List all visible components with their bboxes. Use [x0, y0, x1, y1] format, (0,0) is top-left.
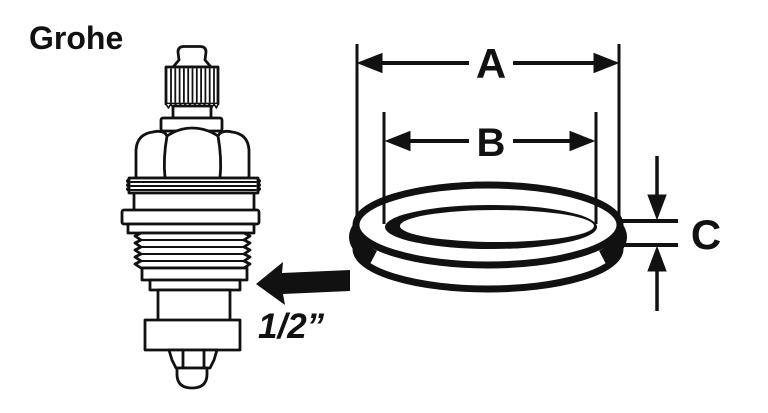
size-label: 1/2” — [258, 307, 325, 346]
brand-text: Grohe — [29, 20, 123, 56]
lower-step — [148, 278, 242, 292]
spindle-top-tab — [171, 45, 213, 69]
washer-ring-icon — [349, 181, 627, 293]
dim-B-arrow-left — [384, 130, 411, 152]
threaded-section — [133, 231, 252, 270]
spindle-step — [171, 104, 213, 120]
knurled-spindle — [164, 65, 220, 109]
valve-cartridge-icon — [120, 45, 261, 390]
dimension-B: B — [382, 112, 598, 224]
hex-nut — [134, 126, 251, 180]
dim-A-arrow-left — [356, 52, 383, 74]
dim-B-extension-lines — [382, 112, 598, 224]
ribbed-collar — [126, 176, 261, 195]
dimension-A: A — [355, 40, 621, 218]
dimension-C: C — [622, 156, 721, 311]
dim-C-lines — [622, 219, 678, 247]
valve-body — [132, 191, 256, 213]
dim-B-label: B — [477, 121, 506, 165]
dim-A-extension-lines — [355, 44, 621, 218]
dim-A-arrow-right — [593, 52, 620, 74]
dome-tip — [175, 366, 209, 390]
jam-nut — [167, 348, 219, 370]
dim-C-arrow-up — [647, 245, 667, 272]
dim-B-arrow-right — [569, 130, 596, 152]
dim-C-label: C — [691, 211, 721, 258]
lower-stem — [156, 288, 232, 323]
washer-block — [143, 318, 242, 352]
body-flange — [120, 208, 261, 226]
size-arrow-icon — [256, 262, 350, 305]
dim-A-label: A — [476, 40, 506, 87]
thread-base-flange — [140, 266, 249, 282]
dim-C-arrow-down — [647, 194, 667, 221]
washer-hole — [400, 210, 594, 242]
